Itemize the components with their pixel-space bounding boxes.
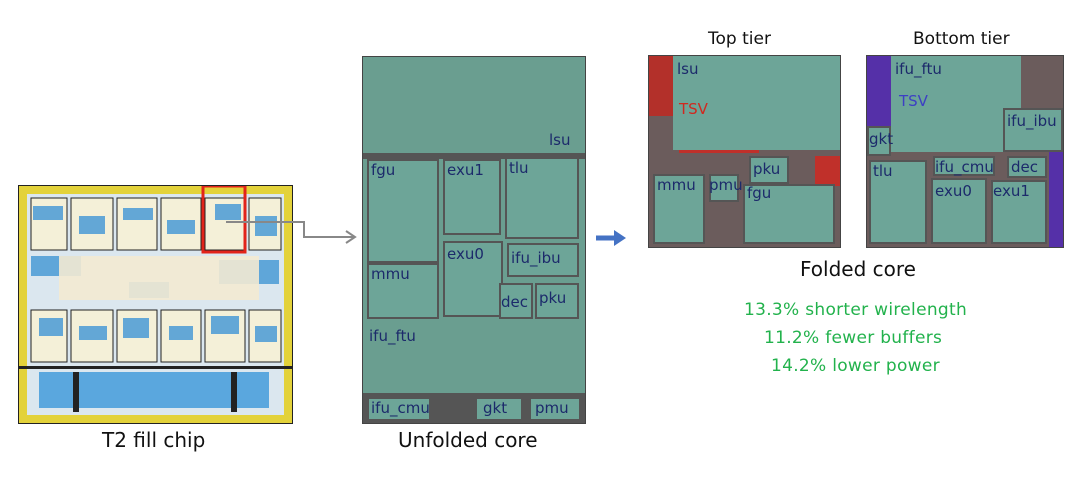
unfolded-block-gkt xyxy=(475,397,523,421)
top-block-fgu xyxy=(743,184,835,244)
top-block-lsu xyxy=(673,56,840,150)
unfolded-label-pmu: pmu xyxy=(535,399,569,417)
bottom-label-dec: dec xyxy=(1011,158,1038,176)
connector-arrow-gray xyxy=(226,221,357,244)
bottom-block-ifu-cmu xyxy=(933,156,995,176)
result-wirelength: 13.3% shorter wirelength xyxy=(744,300,968,320)
bottom-tier-core: ifu_ftu TSV ifu_ibu gkt ifu_cmu dec tlu … xyxy=(866,55,1064,248)
bottom-label-ifu-ibu: ifu_ibu xyxy=(1007,112,1057,130)
top-label-mmu: mmu xyxy=(657,176,696,194)
bottom-block-tlu xyxy=(869,160,927,244)
unfolded-block-pmu xyxy=(529,397,581,421)
bottom-label-gkt: gkt xyxy=(869,130,894,148)
unfolded-block-ifu-ibu xyxy=(507,243,579,277)
bottom-tier-title: Bottom tier xyxy=(913,29,1010,49)
unfolded-label-mmu: mmu xyxy=(371,265,410,283)
top-label-pmu: pmu xyxy=(709,176,743,194)
unfolded-label-tlu: tlu xyxy=(509,159,529,177)
result-power: 14.2% lower power xyxy=(771,356,940,376)
bottom-block-gkt xyxy=(867,126,891,156)
unfolded-label-lsu: lsu xyxy=(549,131,571,149)
unfolded-block-tlu xyxy=(505,157,579,239)
bottom-label-tsv: TSV xyxy=(899,92,928,110)
top-label-lsu: lsu xyxy=(677,60,699,78)
unfolded-label-pku: pku xyxy=(539,289,567,307)
unfolded-label-ifu-ftu: ifu_ftu xyxy=(369,327,416,345)
top-block-pmu xyxy=(709,174,739,202)
unfolded-label-ifu-cmu: ifu_cmu xyxy=(371,399,430,417)
unfolded-block-ifu-cmu xyxy=(367,397,431,421)
bottom-label-ifu-cmu: ifu_cmu xyxy=(935,158,994,176)
unfolded-label-exu0: exu0 xyxy=(447,245,484,263)
bottom-block-dec xyxy=(1007,156,1047,178)
top-tier-title: Top tier xyxy=(708,29,771,49)
top-label-tsv: TSV xyxy=(679,100,708,118)
bottom-block-ifu-ibu xyxy=(1003,108,1063,152)
top-block-mmu xyxy=(653,174,705,244)
unfolded-block-dec xyxy=(499,283,533,319)
bottom-block-exu0 xyxy=(931,178,987,244)
unfolded-label-fgu: fgu xyxy=(371,161,396,179)
unfolded-label-dec: dec xyxy=(501,293,528,311)
top-block-pku xyxy=(749,156,789,184)
folded-caption: Folded core xyxy=(800,257,916,281)
top-label-fgu: fgu xyxy=(747,184,772,202)
chip-layout-graphic xyxy=(19,186,292,423)
chip-caption: T2 fill chip xyxy=(102,428,206,452)
unfolded-block-lsu xyxy=(363,57,585,153)
bottom-label-tlu: tlu xyxy=(873,162,893,180)
unfolded-block-ifu-ftu xyxy=(363,323,585,393)
top-tier-core: lsu TSV pku mmu pmu fgu xyxy=(648,55,841,248)
unfolded-block-mmu xyxy=(367,263,439,319)
result-buffers: 11.2% fewer buffers xyxy=(764,328,943,348)
unfolded-label-exu1: exu1 xyxy=(447,161,484,179)
highlight-box xyxy=(201,186,247,254)
unfolded-caption: Unfolded core xyxy=(398,428,538,452)
unfolded-block-fgu xyxy=(367,159,439,263)
bottom-block-ifu-ftu xyxy=(891,56,1021,152)
bottom-block-exu1 xyxy=(991,180,1047,244)
unfolded-block-pku xyxy=(535,283,579,319)
unfolded-block-exu1 xyxy=(443,159,501,235)
unfolded-label-gkt: gkt xyxy=(483,399,508,417)
bottom-label-exu0: exu0 xyxy=(935,182,972,200)
bottom-label-exu1: exu1 xyxy=(993,182,1030,200)
top-label-pku: pku xyxy=(753,160,781,178)
unfolded-label-ifu-ibu: ifu_ibu xyxy=(511,249,561,267)
arrow-right-icon xyxy=(596,230,626,246)
bottom-label-ifu-ftu: ifu_ftu xyxy=(895,60,942,78)
t2-chip-image xyxy=(18,185,293,424)
unfolded-block-exu0 xyxy=(443,241,503,317)
unfolded-core: lsu fgu exu1 tlu exu0 ifu_ibu mmu dec pk… xyxy=(362,56,586,424)
